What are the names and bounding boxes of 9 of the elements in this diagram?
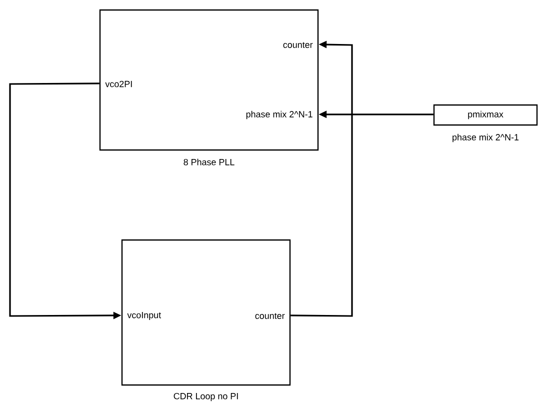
port-label: vco2PI	[105, 80, 132, 88]
port-label: vcoInput	[127, 312, 162, 320]
port-label: counter	[255, 313, 285, 319]
block-caption: 8 Phase PLL	[184, 158, 234, 166]
port-label: counter	[283, 42, 313, 48]
block-caption: phase mix 2^N-1	[452, 134, 519, 142]
value-box: pmixmax	[433, 104, 538, 126]
port-label: phase mix 2^N-1	[246, 110, 312, 120]
block-caption: CDR Loop no PI	[174, 392, 238, 402]
